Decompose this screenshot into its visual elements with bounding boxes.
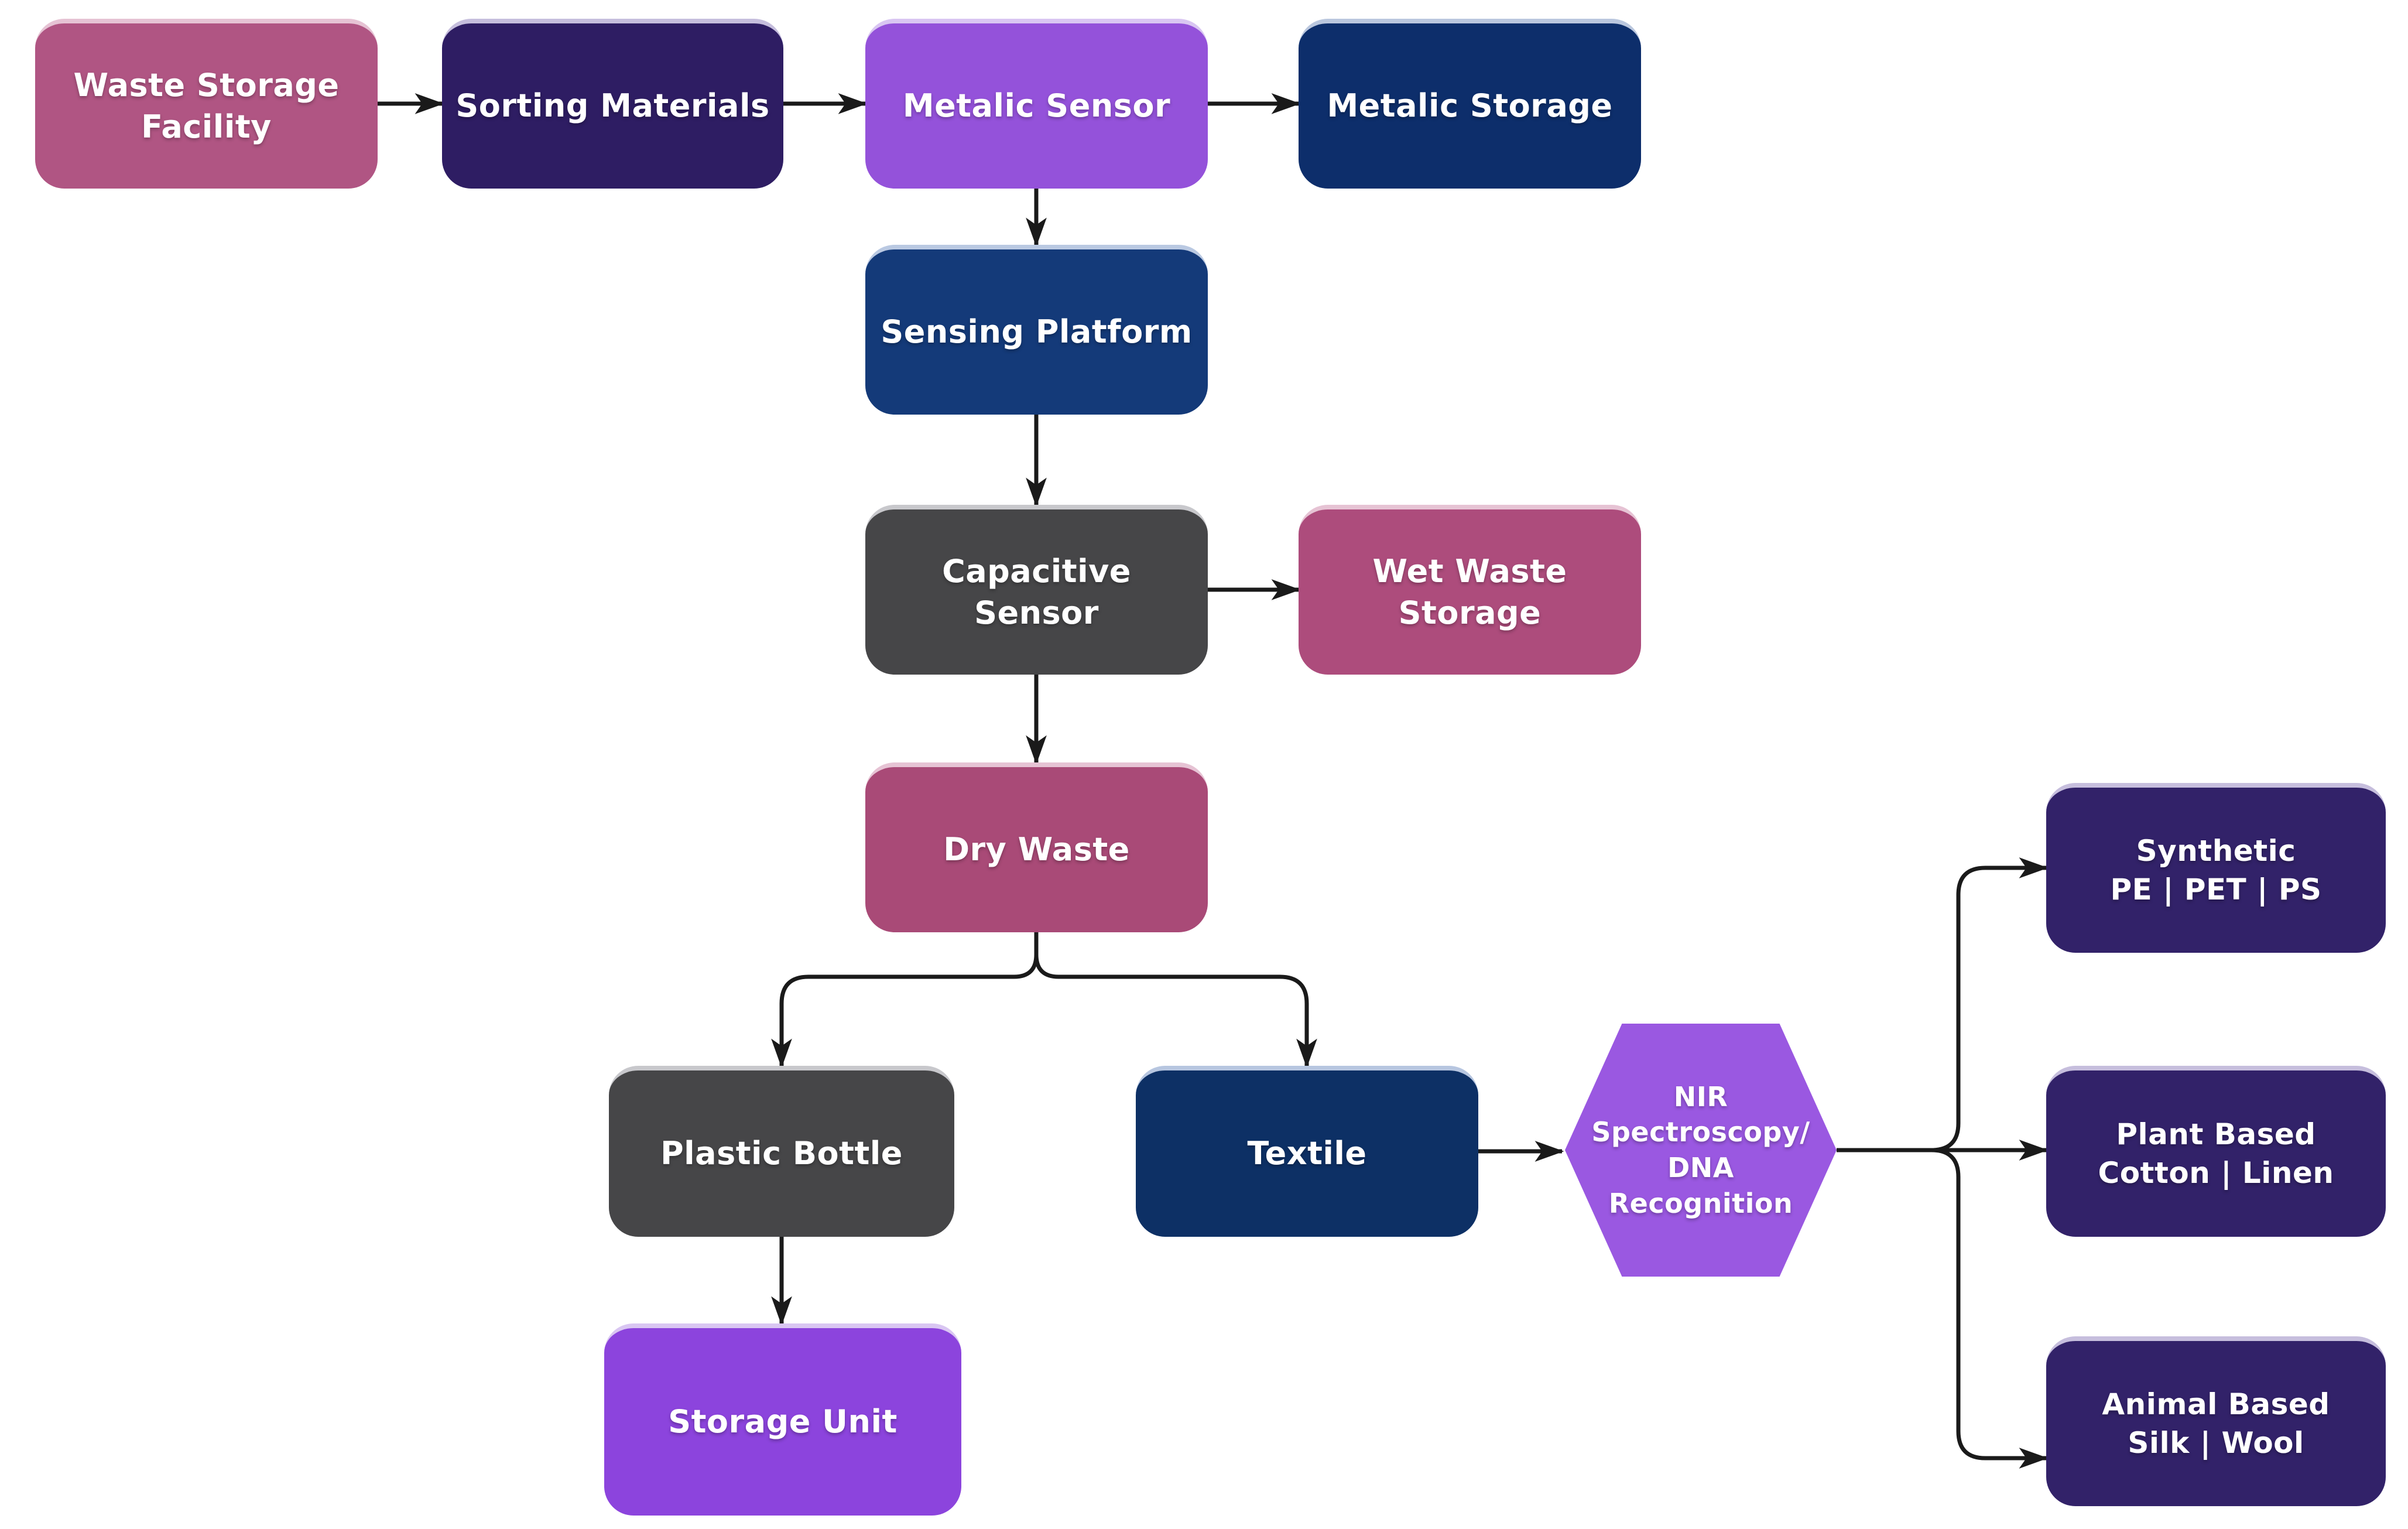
edge-nir-spectroscopy-to-synthetic: [1837, 857, 2049, 1152]
node-textile: Textile: [1136, 1066, 1478, 1237]
node-label-dry-waste: Dry Waste: [943, 831, 1130, 868]
edge-dry-waste-to-textile: [1034, 932, 1317, 1068]
node-label-sorting-materials: Sorting Materials: [455, 87, 770, 125]
node-nir-spectroscopy: NIR Spectroscopy/ DNA Recognition: [1565, 1024, 1837, 1277]
node-sorting-materials: Sorting Materials: [442, 19, 783, 189]
node-label-textile: Textile: [1247, 1135, 1367, 1172]
edge-dry-waste-to-plastic-bottle: [771, 932, 1039, 1068]
node-label-metalic-sensor: Metalic Sensor: [902, 87, 1171, 125]
node-label-plastic-bottle: Plastic Bottle: [660, 1135, 903, 1172]
node-sensing-platform: Sensing Platform: [865, 245, 1208, 415]
node-dry-waste: Dry Waste: [865, 762, 1208, 932]
node-synthetic: Synthetic PE | PET | PS: [2046, 783, 2386, 953]
node-label-waste-storage-facility: Waste Storage Facility: [73, 66, 340, 145]
node-metalic-sensor: Metalic Sensor: [865, 19, 1208, 189]
node-label-synthetic: Synthetic PE | PET | PS: [2110, 834, 2322, 907]
node-capacitive-sensor: Capacitive Sensor: [865, 505, 1208, 675]
node-metalic-storage: Metalic Storage: [1299, 19, 1641, 189]
node-storage-unit: Storage Unit: [604, 1323, 961, 1516]
node-wet-waste-storage: Wet Waste Storage: [1299, 505, 1641, 675]
node-label-plant-based: Plant Based Cotton | Linen: [2098, 1117, 2334, 1190]
node-label-animal-based: Animal Based Silk | Wool: [2102, 1387, 2330, 1460]
node-label-metalic-storage: Metalic Storage: [1327, 87, 1613, 125]
node-label-capacitive-sensor: Capacitive Sensor: [942, 552, 1131, 631]
node-label-sensing-platform: Sensing Platform: [881, 313, 1193, 351]
node-label-wet-waste-storage: Wet Waste Storage: [1372, 552, 1567, 631]
node-waste-storage-facility: Waste Storage Facility: [35, 19, 378, 189]
node-plastic-bottle: Plastic Bottle: [609, 1066, 954, 1237]
node-label-storage-unit: Storage Unit: [668, 1403, 898, 1441]
node-animal-based: Animal Based Silk | Wool: [2046, 1336, 2386, 1506]
node-plant-based: Plant Based Cotton | Linen: [2046, 1066, 2386, 1237]
node-label-nir-spectroscopy: NIR Spectroscopy/ DNA Recognition: [1591, 1080, 1810, 1219]
edge-nir-spectroscopy-to-animal-based: [1837, 1148, 2049, 1469]
